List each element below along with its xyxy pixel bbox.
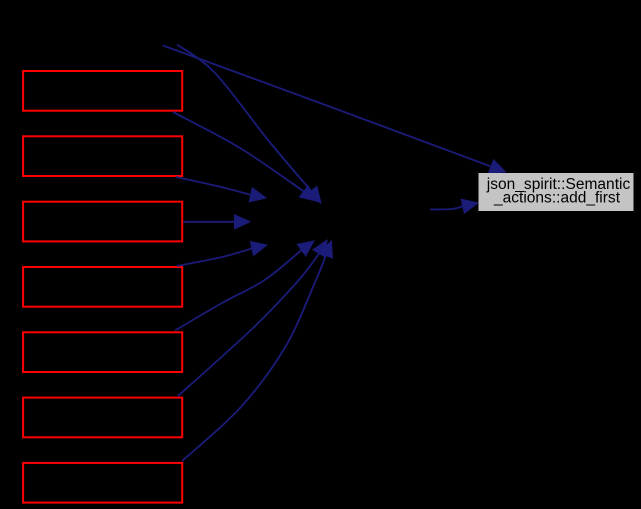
svg-text:_actions::add_first: _actions::add_first bbox=[493, 190, 621, 207]
svg-text:json_spirit::Semantic: json_spirit::Semantic bbox=[486, 176, 631, 193]
